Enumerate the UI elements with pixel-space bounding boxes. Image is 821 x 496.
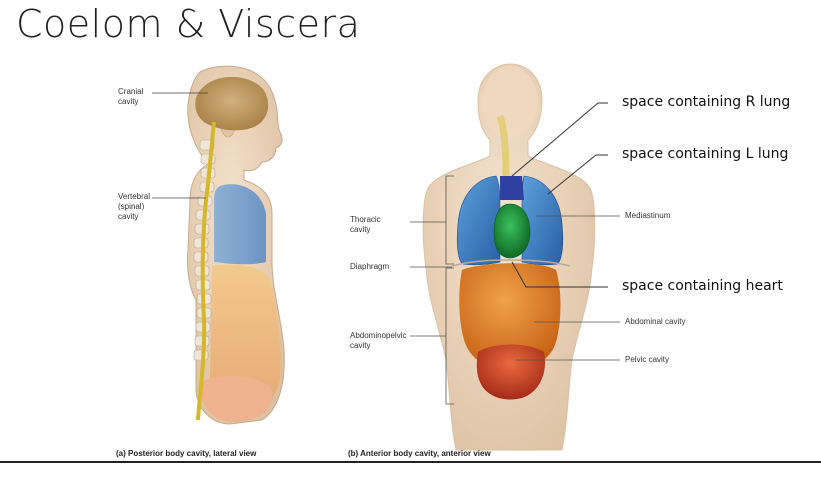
anterior-body xyxy=(422,63,596,451)
label-abdominal-cavity: Abdominal cavity xyxy=(625,317,686,326)
lateral-body xyxy=(187,65,285,425)
caption-left: (a) Posterior body cavity, lateral view xyxy=(116,449,257,458)
label-cranial-cavity: Cranial cavity xyxy=(118,87,144,106)
bottom-rule xyxy=(0,461,821,463)
label-pelvic-cavity: Pelvic cavity xyxy=(625,355,670,364)
annotation-l-lung: space containing L lung xyxy=(622,146,789,162)
slide-title: Coelom & Viscera xyxy=(16,2,361,46)
label-vertebral-cavity: Vertebral (spinal) cavity xyxy=(118,192,151,221)
caption-right: (b) Anterior body cavity, anterior view xyxy=(348,449,491,458)
annotation-r-lung: space containing R lung xyxy=(622,94,791,110)
label-mediastinum: Mediastinum xyxy=(625,211,671,220)
body-cavities-illustration xyxy=(152,63,620,451)
label-diaphragm: Diaphragm xyxy=(350,262,390,271)
annotation-heart: space containing heart xyxy=(622,278,783,294)
label-thoracic-cavity: Thoracic cavity xyxy=(350,215,381,234)
label-abdominopelvic-cavity: Abdominopelvic cavity xyxy=(350,331,407,350)
